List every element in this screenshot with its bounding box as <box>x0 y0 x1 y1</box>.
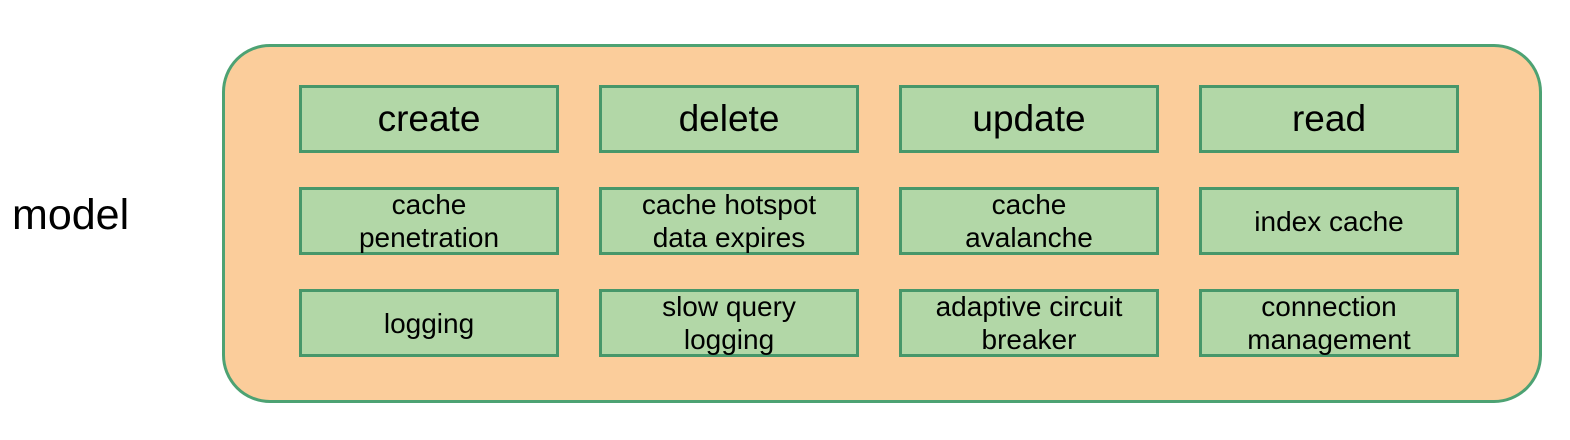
header-read: read <box>1199 85 1459 153</box>
model-container: create delete update read cache penetrat… <box>222 44 1542 403</box>
header-delete: delete <box>599 85 859 153</box>
box-connection-management: connection management <box>1199 289 1459 357</box>
box-cache-penetration: cache penetration <box>299 187 559 255</box>
box-cache-avalanche: cache avalanche <box>899 187 1159 255</box>
header-create: create <box>299 85 559 153</box>
header-update: update <box>899 85 1159 153</box>
box-index-cache: index cache <box>1199 187 1459 255</box>
model-label: model <box>12 191 130 239</box>
box-adaptive-circuit-breaker: adaptive circuit breaker <box>899 289 1159 357</box>
feature-grid: create delete update read cache penetrat… <box>299 85 1459 357</box>
box-logging: logging <box>299 289 559 357</box>
box-cache-hotspot-data-expires: cache hotspot data expires <box>599 187 859 255</box>
box-slow-query-logging: slow query logging <box>599 289 859 357</box>
